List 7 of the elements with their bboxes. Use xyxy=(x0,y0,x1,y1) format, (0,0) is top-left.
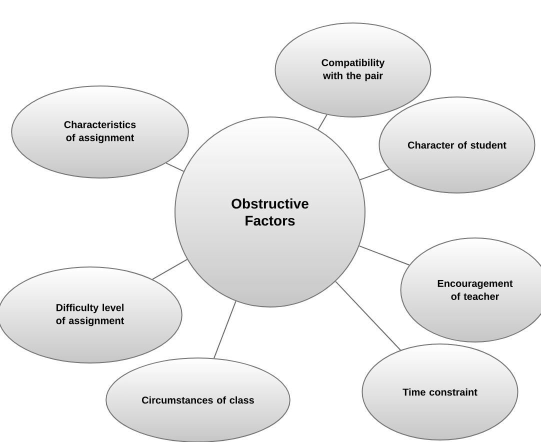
connector-line xyxy=(318,114,328,130)
connector-line xyxy=(335,280,401,351)
connector-line xyxy=(166,162,184,172)
connector-line xyxy=(152,258,188,280)
connector-line xyxy=(358,245,410,266)
connector-line xyxy=(214,300,236,359)
connector-line xyxy=(359,168,390,180)
